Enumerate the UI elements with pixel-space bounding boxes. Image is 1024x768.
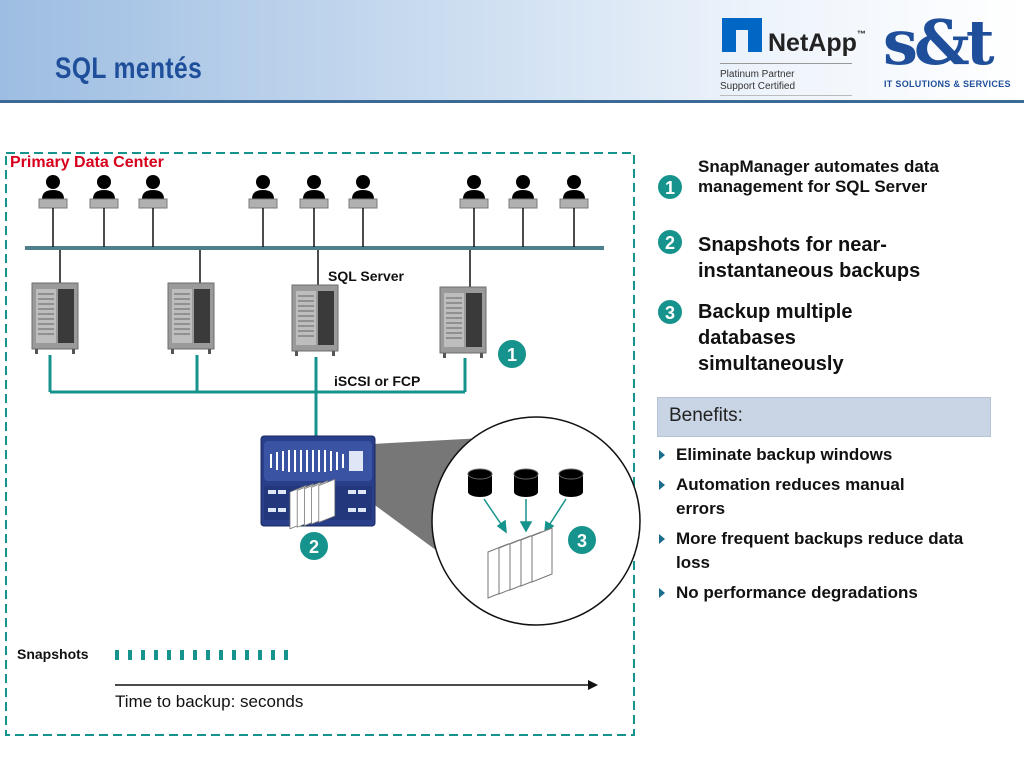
sql-server-label: SQL Server xyxy=(328,268,405,284)
netapp-wordmark: NetApp™ xyxy=(768,29,866,57)
benefit-arrow-icon xyxy=(659,450,665,460)
time-arrow xyxy=(115,680,598,690)
user-icon xyxy=(138,174,168,248)
svg-text:1: 1 xyxy=(507,345,517,365)
page-title: SQL mentés xyxy=(55,52,203,85)
bullet-2-text: Snapshots for near-instantaneous backups xyxy=(698,234,921,282)
san-connections xyxy=(48,355,467,436)
marker-1: 1 xyxy=(496,338,528,370)
bullet-1-text: SnapManager automates data management fo… xyxy=(698,157,939,196)
server-icon xyxy=(31,282,79,355)
marker-3: 3 xyxy=(566,524,598,556)
netapp-mark-icon xyxy=(722,18,762,52)
svg-text:2: 2 xyxy=(665,233,675,253)
storage-appliance-icon xyxy=(260,435,376,530)
database-icons xyxy=(467,468,584,498)
time-to-backup-label: Time to backup: seconds xyxy=(115,692,304,711)
user-icon xyxy=(508,174,538,248)
benefit-arrow-icon xyxy=(659,480,665,490)
header-rule xyxy=(0,100,1024,103)
benefit-item-3: More frequent backups reduce data loss xyxy=(676,529,964,572)
database-icon xyxy=(513,468,539,498)
svg-text:1: 1 xyxy=(665,178,675,198)
benefit-arrow-icon xyxy=(659,534,665,544)
server-icon xyxy=(167,282,215,355)
user-icon xyxy=(248,174,278,248)
benefit-item-2: Automation reduces manual errors xyxy=(676,475,905,518)
database-icon xyxy=(558,468,584,498)
partner-divider-bottom xyxy=(720,95,852,96)
snapshot-ticks xyxy=(115,650,288,660)
benefits-heading: Benefits: xyxy=(669,405,743,426)
user-workstations xyxy=(38,174,589,248)
header-band xyxy=(0,0,1024,100)
svg-text:3: 3 xyxy=(665,303,675,323)
user-icon xyxy=(299,174,329,248)
primary-data-center-boundary xyxy=(5,152,635,736)
primary-data-center-label: Primary Data Center xyxy=(10,154,166,172)
server-icon xyxy=(439,286,487,359)
st-logo: s&t xyxy=(883,6,995,79)
user-icon xyxy=(559,174,589,248)
marker-2: 2 xyxy=(298,530,330,562)
svg-text:2: 2 xyxy=(309,537,319,557)
user-icon xyxy=(89,174,119,248)
benefit-item-1: Eliminate backup windows xyxy=(676,445,893,464)
partner-line-1: Platinum Partner xyxy=(720,69,795,80)
st-tagline: IT SOLUTIONS & SERVICES xyxy=(884,79,1011,89)
bullet-number-2: 2 xyxy=(658,230,682,254)
netapp-logo xyxy=(720,14,858,62)
partner-divider xyxy=(720,63,852,64)
zoom-circle xyxy=(431,416,641,626)
bullet-3-text: Backup multiple databases simultaneously xyxy=(698,301,853,375)
sql-server-icon xyxy=(291,284,339,357)
svg-text:3: 3 xyxy=(577,531,587,551)
iscsi-label: iSCSI or FCP xyxy=(334,373,421,389)
database-icon xyxy=(467,468,493,498)
snapshots-label: Snapshots xyxy=(17,646,89,662)
bullet-number-1: 1 xyxy=(658,175,682,199)
partner-line-2: Support Certified xyxy=(720,81,796,92)
user-icon xyxy=(459,174,489,248)
benefits-header-box xyxy=(657,397,991,437)
benefit-arrow-icon xyxy=(659,588,665,598)
user-icon xyxy=(38,174,68,248)
user-icon xyxy=(348,174,378,248)
bullet-number-3: 3 xyxy=(658,300,682,324)
benefit-item-4: No performance degradations xyxy=(676,583,918,602)
